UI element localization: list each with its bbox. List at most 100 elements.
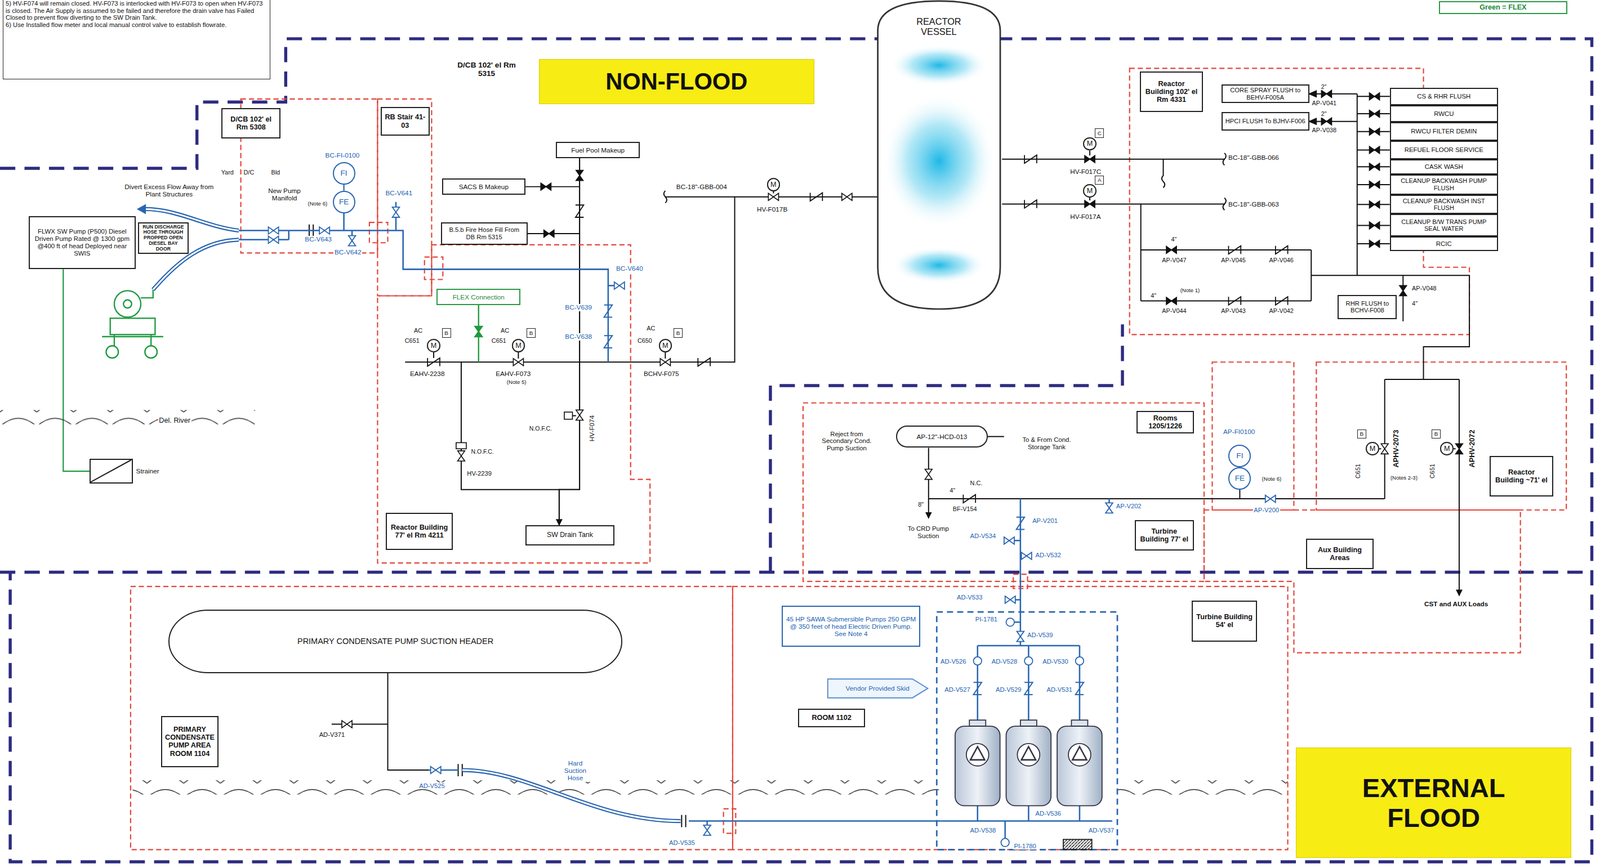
- vessel-outline: [877, 1, 1000, 310]
- valve-symbol: [1017, 631, 1025, 643]
- arrow-outline: [827, 679, 928, 698]
- node-text: AP-12"-HCD-013: [916, 433, 967, 441]
- pipe: [461, 362, 560, 490]
- node-text: Reactor Building 102' el Rm 4331: [1142, 79, 1200, 105]
- label-text: C651: [491, 337, 508, 345]
- instrument-circle: M: [1440, 442, 1454, 456]
- label-text: N.C.: [969, 480, 983, 488]
- check-valve: [1275, 246, 1288, 254]
- label-box: CORE SPRAY FLUSH to BEHV-F005A: [1221, 84, 1310, 104]
- node-text: RWCU: [1433, 110, 1454, 118]
- valve-symbol: [1369, 240, 1380, 248]
- flex-pump: [101, 290, 164, 347]
- flex-pump: [110, 318, 156, 335]
- label-text: PI-1781: [974, 616, 998, 623]
- label-text: AP-V038: [1311, 127, 1337, 135]
- label-text: EAHV-F073: [495, 370, 532, 378]
- label-box: RCIC: [1389, 236, 1499, 251]
- check-valve: [1075, 682, 1084, 695]
- arrow-callout: Vendor Provided Skid: [826, 677, 929, 701]
- node-text: B: [529, 330, 534, 337]
- valve-symbol: [430, 767, 441, 775]
- label-text: BC-V639: [564, 304, 594, 312]
- node-text: EXTERNAL FLOOD: [1332, 773, 1536, 833]
- node-text: Reactor Building 77' el Rm 4211: [388, 523, 450, 541]
- label-box: CLEANUP B/W TRANS PUMP SEAL WATER: [1389, 214, 1499, 237]
- valve-symbol: [1455, 443, 1464, 454]
- label-text: BF-V154: [951, 506, 978, 514]
- room-boundary: [803, 403, 1205, 582]
- label-box: PRIMARY CONDENSATE PUMP AREA ROOM 1104: [161, 716, 218, 768]
- node-text: RB Stair 41-03: [383, 113, 427, 130]
- actuator-box: [564, 412, 573, 420]
- check-valve: [1024, 682, 1033, 695]
- instrument-circle: FI: [1228, 444, 1251, 468]
- valve-symbol: [1369, 221, 1380, 230]
- label-text: 4": [1411, 300, 1419, 308]
- zone-boundary: [770, 324, 1123, 573]
- label-text: AD-V525: [418, 782, 446, 790]
- check-valve: [1024, 199, 1037, 208]
- label-text: BC-V638: [564, 333, 594, 341]
- label-text: (Note 6): [306, 201, 328, 208]
- label-text: (Note 1): [1179, 287, 1201, 294]
- node-text: CORE SPRAY FLUSH to BEHV-F005A: [1224, 86, 1307, 101]
- label-text: BC-V640: [615, 265, 645, 273]
- node-text: PRIMARY CONDENSATE PUMP AREA ROOM 1104: [164, 725, 216, 759]
- label-text: (Note 5): [506, 379, 528, 386]
- hose: [136, 203, 681, 822]
- valve-symbol: [268, 235, 279, 244]
- valve-symbol: [1021, 552, 1032, 560]
- label-text: C651: [1429, 463, 1437, 480]
- node-text: M: [1086, 139, 1094, 148]
- label-text: 2": [1320, 83, 1328, 91]
- label-box: RWCU FILTER DEMIN: [1389, 122, 1499, 141]
- label-box: Fuel Pool Makeup: [555, 141, 640, 159]
- label-text: New Pump Manifold: [262, 187, 307, 203]
- room-boundary: [369, 222, 389, 243]
- valve-symbol: [1166, 246, 1177, 254]
- label-text: D/C: [242, 169, 255, 177]
- node-text: M: [1443, 444, 1451, 453]
- pump-skid: [936, 612, 1118, 850]
- label-box: SW Drain Tank: [525, 525, 615, 546]
- label-text: 8": [917, 501, 925, 509]
- instrument-circle: M: [767, 177, 781, 192]
- pipe: [1402, 275, 1404, 322]
- vessel-outline: [881, 94, 996, 229]
- valve-symbol: [576, 170, 584, 181]
- node-text: M: [1086, 186, 1094, 195]
- node-text: RWCU FILTER DEMIN: [1410, 127, 1477, 136]
- label-text: 2": [1320, 110, 1328, 118]
- node-text: Aux Building Areas: [1309, 546, 1371, 563]
- valve-symbol: [1309, 90, 1317, 125]
- zone-banner: NON-FLOOD: [538, 59, 815, 105]
- valve-symbol: [768, 193, 779, 201]
- node-text: REACTOR VESSEL: [901, 16, 977, 38]
- label-box: RUN DISCHARGE HOSE THROUGH PROPPED OPEN …: [137, 222, 190, 254]
- check-valve: [1016, 517, 1025, 530]
- pipe: [987, 436, 1005, 438]
- label-text: AD-V539: [1026, 631, 1054, 639]
- label-box: 45 HP SAWA Submersible Pumps 250 GPM @ 3…: [781, 605, 921, 647]
- label-text: Hard Suction Hose: [556, 760, 594, 783]
- blue-pipe: [288, 230, 609, 363]
- label-text: AD-V532: [1034, 551, 1062, 559]
- hose: [136, 203, 146, 215]
- label-box: Aux Building Areas: [1306, 538, 1374, 570]
- node-text: A: [1097, 176, 1102, 184]
- instrument-circle: M: [1082, 184, 1097, 198]
- pipe: [1223, 153, 1227, 211]
- label-text: HV-F074: [587, 414, 596, 443]
- room-boundary: [377, 99, 432, 297]
- submersible-pump: [969, 720, 986, 727]
- instrument-circle: FE: [1228, 467, 1251, 490]
- instrument-circle: M: [658, 339, 673, 353]
- label-text: AD-V535: [668, 839, 696, 847]
- label-text: AP-V045: [1220, 257, 1247, 265]
- label-text: AD-V537: [1087, 827, 1115, 835]
- label-box: B.5.b Fire Hose Fill From DB Rm 5315: [440, 222, 528, 245]
- pipe-connector: [342, 184, 345, 191]
- node-text: SW Drain Tank: [546, 531, 594, 540]
